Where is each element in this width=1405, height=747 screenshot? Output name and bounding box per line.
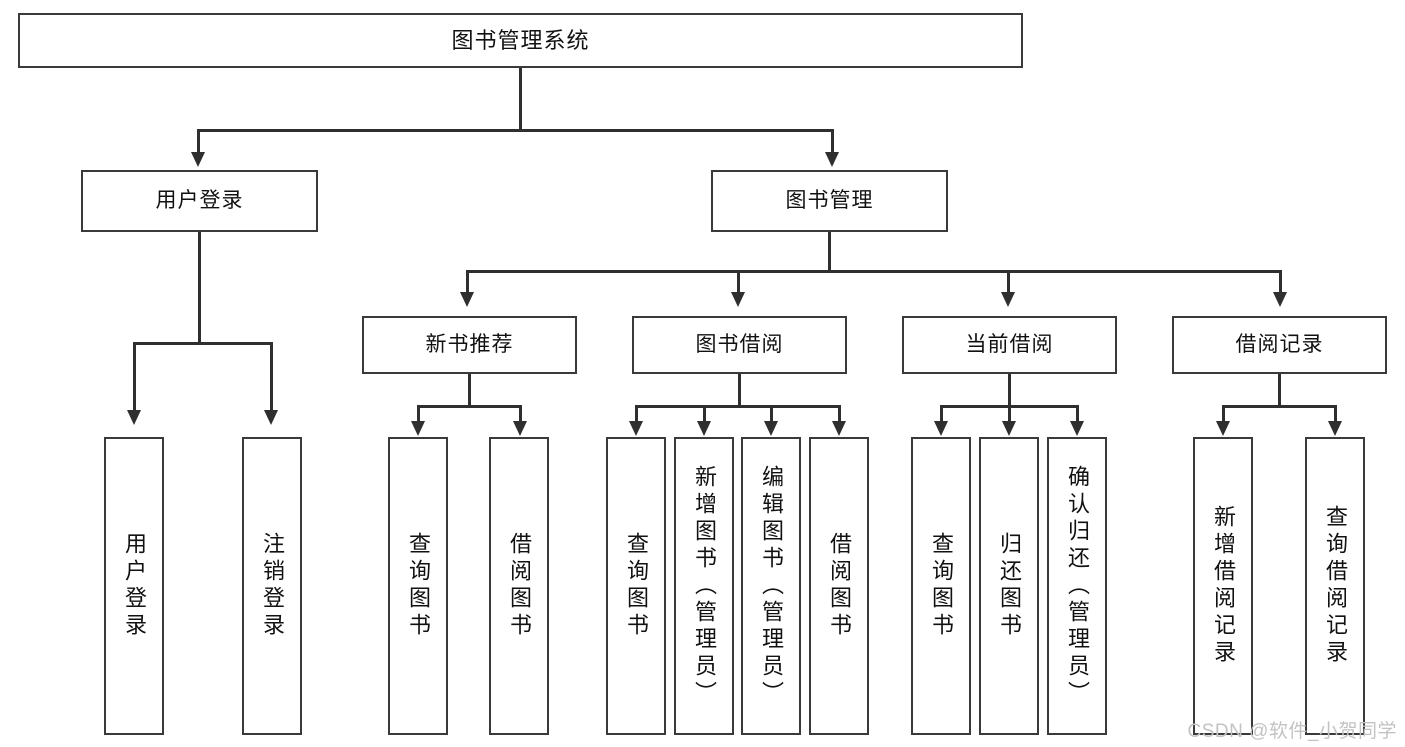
arrow-record-to-add [1216, 421, 1230, 436]
node-label: 用户登录 [155, 188, 244, 212]
arrow-borrow-to-edit [764, 421, 778, 436]
node-root-system[interactable]: 图书管理系统 [18, 13, 1023, 68]
node-borrow-record[interactable]: 借阅记录 [1172, 316, 1387, 374]
leaf-borrow-lend-book[interactable]: 借阅图书 [809, 437, 869, 735]
connector-current-stem [1008, 374, 1011, 407]
arrow-record-to-query [1328, 421, 1342, 436]
connector-bookmgmt-c2 [737, 270, 740, 294]
node-label: 查询图书 [405, 532, 431, 640]
node-label: 借阅图书 [826, 532, 852, 640]
connector-record-bar [1222, 405, 1336, 408]
connector-login-bar [133, 342, 272, 345]
connector-record-l1 [1222, 405, 1225, 423]
node-label: 新增图书（管理员） [691, 464, 717, 708]
leaf-user-login[interactable]: 用户登录 [104, 437, 164, 735]
node-current-borrow[interactable]: 当前借阅 [902, 316, 1117, 374]
leaf-current-confirm-return[interactable]: 确认归还（管理员） [1047, 437, 1107, 735]
node-label: 确认归还（管理员） [1064, 464, 1090, 708]
arrow-current-to-confirm [1070, 421, 1084, 436]
connector-borrow-l4 [838, 405, 841, 423]
node-label: 编辑图书（管理员） [758, 464, 784, 708]
arrow-login-to-logout [264, 410, 278, 425]
connector-recommend-l1 [417, 405, 420, 423]
connector-login-left [133, 342, 136, 412]
leaf-recommend-query-book[interactable]: 查询图书 [388, 437, 448, 735]
leaf-borrow-query-book[interactable]: 查询图书 [606, 437, 666, 735]
connector-root-bar [197, 129, 833, 132]
leaf-borrow-add-book[interactable]: 新增图书（管理员） [674, 437, 734, 735]
connector-login-right [270, 342, 273, 412]
connector-root-to-login [197, 129, 200, 154]
arrow-recommend-to-query [411, 421, 425, 436]
connector-bookmgmt-c1 [466, 270, 469, 294]
node-label: 图书借阅 [695, 332, 784, 356]
node-label: 新增借阅记录 [1210, 505, 1236, 667]
connector-root-stem [519, 68, 522, 131]
node-label: 查询图书 [928, 532, 954, 640]
arrow-current-to-return [1002, 421, 1016, 436]
connector-bookmgmt-c3 [1007, 270, 1010, 294]
leaf-recommend-borrow-book[interactable]: 借阅图书 [489, 437, 549, 735]
connector-borrow-bar [635, 405, 840, 408]
connector-record-stem [1278, 374, 1281, 407]
leaf-current-return-book[interactable]: 归还图书 [979, 437, 1039, 735]
node-new-book-recommend[interactable]: 新书推荐 [362, 316, 577, 374]
arrow-login-to-user-login [127, 410, 141, 425]
arrow-borrow-to-query [629, 421, 643, 436]
arrow-bookmgmt-to-borrow [731, 292, 745, 307]
connector-root-to-bookmgmt [831, 129, 834, 154]
node-label: 图书管理系统 [451, 27, 590, 53]
connector-borrow-stem [738, 374, 741, 407]
node-label: 借阅图书 [506, 532, 532, 640]
arrow-bookmgmt-to-current [1001, 292, 1015, 307]
connector-current-l3 [1076, 405, 1079, 423]
node-label: 当前借阅 [965, 332, 1054, 356]
arrow-recommend-to-borrow [513, 421, 527, 436]
leaf-logout[interactable]: 注销登录 [242, 437, 302, 735]
arrow-root-to-login [191, 152, 205, 167]
leaf-record-add[interactable]: 新增借阅记录 [1193, 437, 1253, 735]
connector-recommend-stem [468, 374, 471, 407]
node-label: 归还图书 [996, 532, 1022, 640]
leaf-current-query-book[interactable]: 查询图书 [911, 437, 971, 735]
connector-borrow-l1 [635, 405, 638, 423]
connector-current-l2 [1008, 405, 1011, 423]
arrow-root-to-bookmgmt [825, 152, 839, 167]
connector-current-l1 [940, 405, 943, 423]
arrow-bookmgmt-to-recommend [460, 292, 474, 307]
connector-recommend-l2 [519, 405, 522, 423]
leaf-record-query[interactable]: 查询借阅记录 [1305, 437, 1365, 735]
node-label: 新书推荐 [425, 332, 514, 356]
connector-borrow-l3 [770, 405, 773, 423]
connector-record-l2 [1334, 405, 1337, 423]
leaf-borrow-edit-book[interactable]: 编辑图书（管理员） [741, 437, 801, 735]
arrow-bookmgmt-to-record [1273, 292, 1287, 307]
arrow-borrow-to-add [697, 421, 711, 436]
connector-bookmgmt-c4 [1279, 270, 1282, 294]
csdn-watermark: CSDN @软件_小贺同学 [1187, 721, 1397, 742]
node-user-login[interactable]: 用户登录 [81, 170, 318, 232]
node-label: 注销登录 [259, 532, 285, 640]
node-label: 图书管理 [785, 188, 874, 212]
node-label: 借阅记录 [1235, 332, 1324, 356]
arrow-current-to-query [934, 421, 948, 436]
node-book-management[interactable]: 图书管理 [711, 170, 948, 232]
connector-bookmgmt-stem [828, 232, 831, 272]
connector-bookmgmt-bar [466, 270, 1282, 273]
connector-recommend-bar [417, 405, 521, 408]
connector-login-stem [198, 232, 201, 344]
node-label: 查询借阅记录 [1322, 505, 1348, 667]
node-label: 用户登录 [121, 532, 147, 640]
node-book-borrow[interactable]: 图书借阅 [632, 316, 847, 374]
arrow-borrow-to-lend [832, 421, 846, 436]
connector-borrow-l2 [703, 405, 706, 423]
node-label: 查询图书 [623, 532, 649, 640]
